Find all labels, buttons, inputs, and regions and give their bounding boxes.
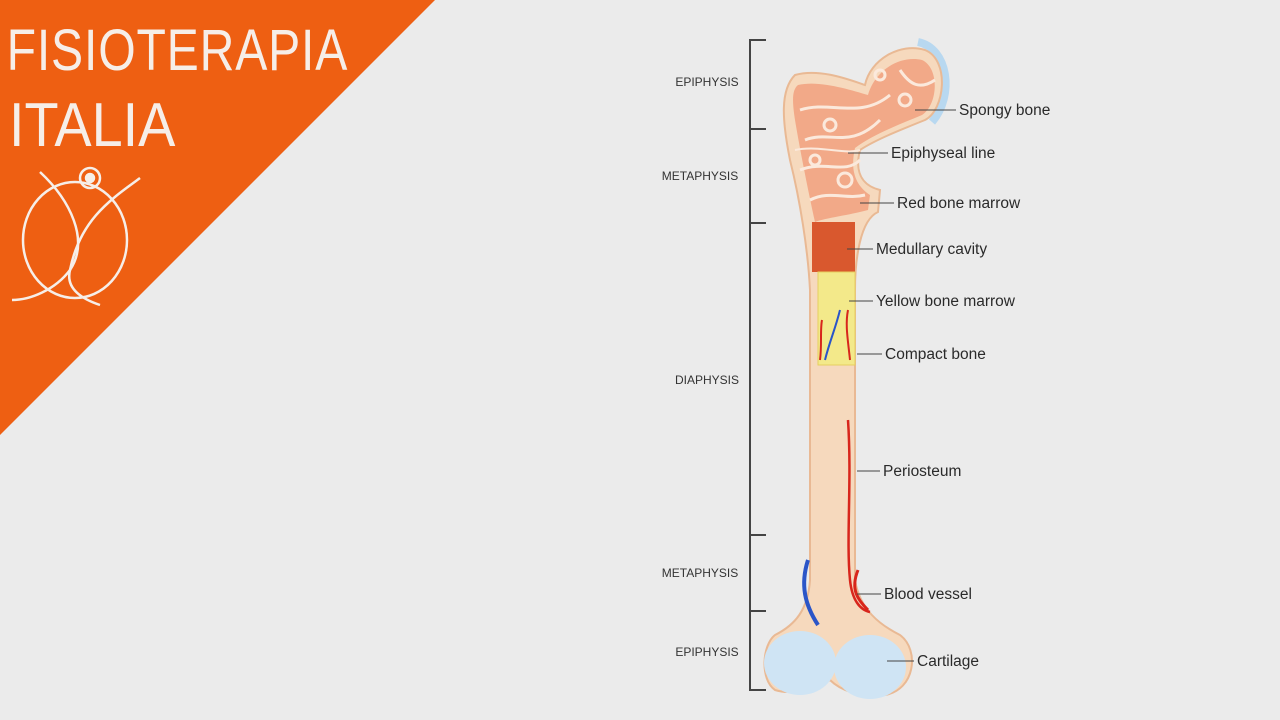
zone-label-metaphysis-bottom: METAPHYSIS (662, 566, 738, 580)
cartilage-right (834, 635, 906, 699)
label-blood-vessel: Blood vessel (857, 586, 972, 603)
medullary-cavity (812, 222, 855, 272)
femur-bone-illustration (763, 38, 950, 699)
brand-logo: FISIOTERAPIA ITALIA (0, 0, 435, 435)
blood-vessel-red (846, 419, 871, 614)
cartilage-left (764, 631, 836, 695)
zone-label-epiphysis-top: EPIPHYSIS (675, 75, 738, 89)
label-text: Periosteum (883, 463, 961, 480)
label-text: Blood vessel (884, 586, 972, 603)
region-bracket (749, 39, 766, 691)
logo-orange-triangle (0, 0, 435, 435)
label-text: Red bone marrow (897, 195, 1021, 212)
label-periosteum: Periosteum (857, 463, 961, 480)
logo-text-fisioterapia: FISIOTERAPIA (7, 19, 349, 83)
logo-text-italia: ITALIA (9, 91, 176, 159)
label-spongy-bone: Spongy bone (915, 102, 1050, 119)
zone-label-metaphysis-top: METAPHYSIS (662, 169, 738, 183)
zone-label-diaphysis: DIAPHYSIS (675, 373, 739, 387)
label-epiphyseal-line: Epiphyseal line (848, 145, 995, 162)
label-text: Medullary cavity (876, 241, 987, 258)
label-text: Epiphyseal line (891, 145, 995, 162)
blood-vessel-blue (802, 559, 820, 627)
label-text: Spongy bone (959, 102, 1050, 119)
label-red-bone-marrow: Red bone marrow (860, 195, 1021, 212)
label-medullary-cavity: Medullary cavity (847, 241, 987, 258)
label-text: Cartilage (917, 653, 979, 670)
label-compact-bone: Compact bone (857, 346, 986, 363)
epiphyseal-line (794, 147, 861, 153)
label-text: Compact bone (885, 346, 986, 363)
label-text: Yellow bone marrow (876, 293, 1016, 310)
zone-label-epiphysis-bottom: EPIPHYSIS (675, 645, 738, 659)
label-cartilage: Cartilage (887, 653, 979, 670)
label-yellow-bone-marrow: Yellow bone marrow (849, 293, 1016, 310)
person-figure-icon (11, 166, 141, 307)
